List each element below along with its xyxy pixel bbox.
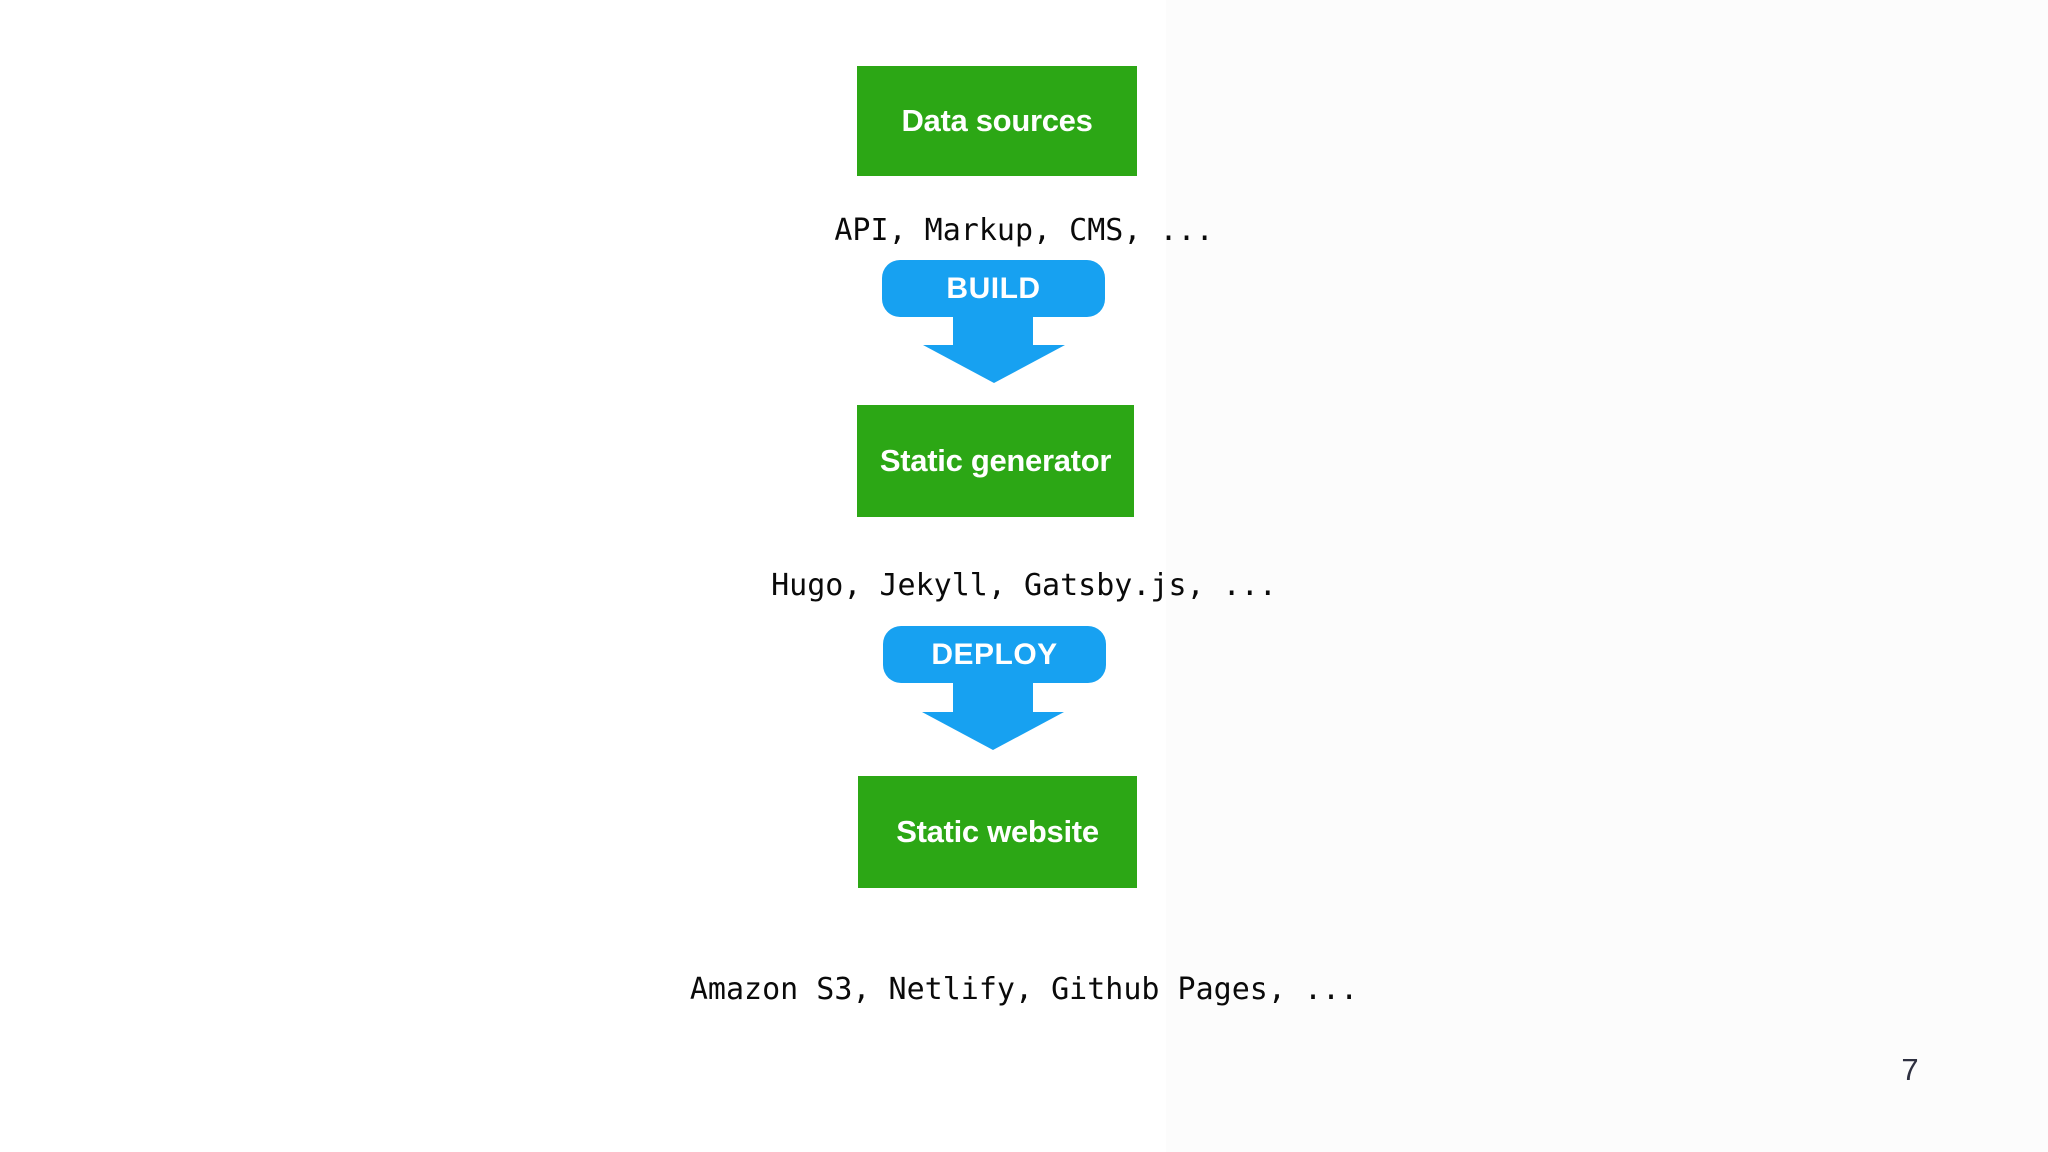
node-data-sources-label: Data sources (901, 103, 1093, 138)
deploy-badge: DEPLOY (883, 626, 1106, 683)
build-badge-label: BUILD (946, 271, 1041, 305)
caption-data-sources-examples: API, Markup, CMS, ... (834, 213, 1214, 248)
node-static-generator: Static generator (857, 405, 1134, 517)
node-static-website-label: Static website (896, 814, 1099, 849)
node-static-generator-label: Static generator (879, 443, 1112, 478)
node-static-website: Static website (858, 776, 1137, 888)
page-number: 7 (1901, 1052, 1919, 1087)
node-data-sources: Data sources (857, 66, 1137, 176)
deploy-badge-label: DEPLOY (931, 637, 1058, 671)
build-arrow-head-icon (923, 345, 1065, 383)
caption-static-website-examples: Amazon S3, Netlify, Github Pages, ... (689, 972, 1359, 1007)
deploy-arrow-head-icon (922, 712, 1064, 750)
build-badge: BUILD (882, 260, 1105, 317)
caption-static-generator-examples: Hugo, Jekyll, Gatsby.js, ... (771, 568, 1277, 603)
